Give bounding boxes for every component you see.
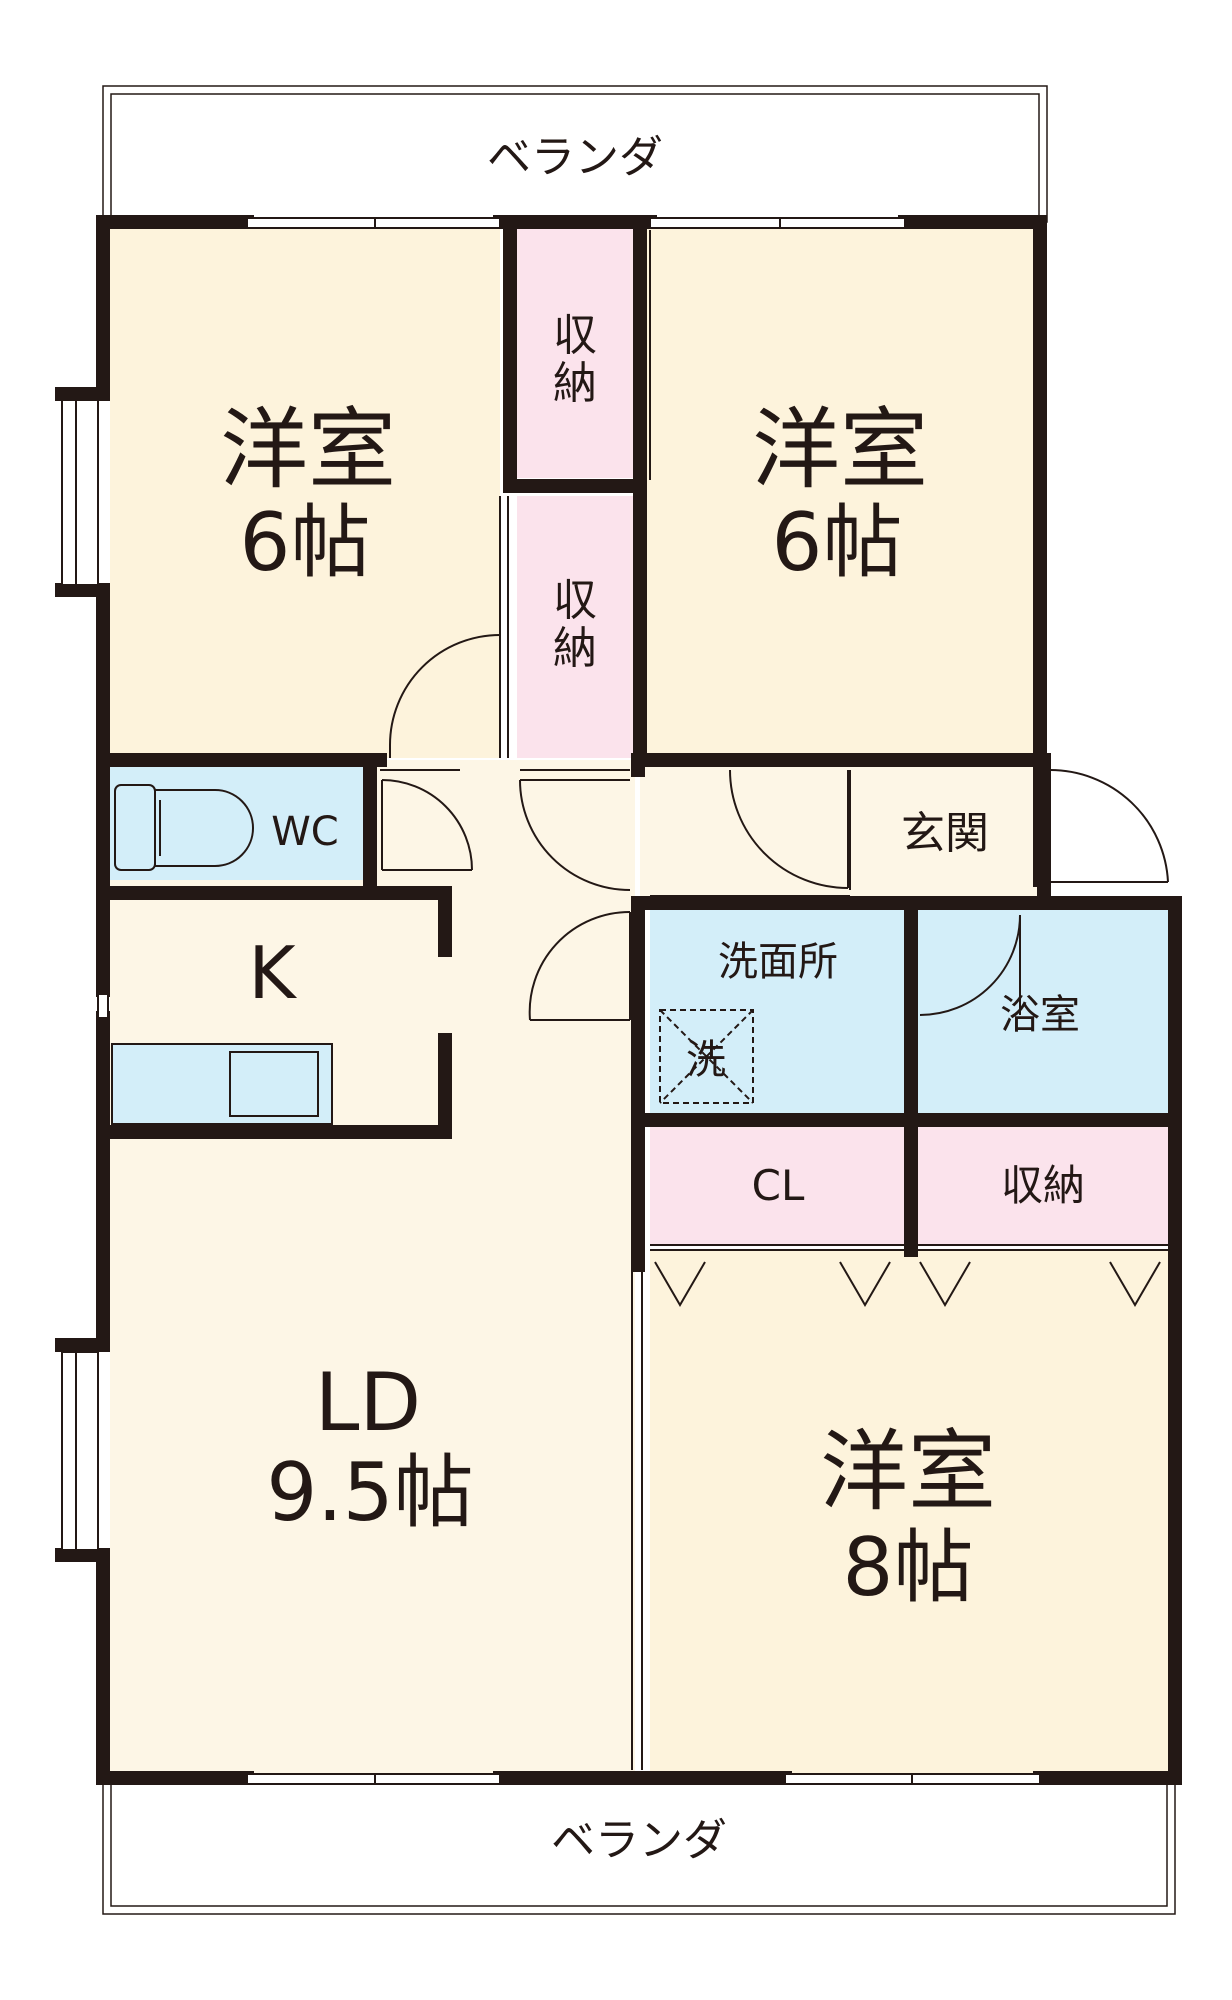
- veranda-bottom-label: ベランダ: [551, 1815, 727, 1866]
- veranda-top: [102, 85, 1048, 223]
- veranda-bottom: [102, 1777, 1176, 1915]
- thin-walls: [115, 230, 1170, 1770]
- bedroom-ne-size: 6帖: [772, 496, 903, 589]
- storage-upper-label-2: 納: [553, 358, 597, 409]
- storage-lower-label-1: 収: [553, 575, 597, 626]
- washer-pan-icon: [659, 1009, 754, 1104]
- washer-label: 洗: [686, 1037, 726, 1083]
- bathroom-label: 浴室: [1000, 992, 1080, 1038]
- kitchen-label: K: [248, 931, 297, 1015]
- bedroom-se-size: 8帖: [843, 1521, 974, 1614]
- washroom-label: 洗面所: [718, 939, 838, 985]
- bedroom-se-name: 洋室: [820, 1420, 996, 1523]
- bedroom-ne-area: [640, 228, 1040, 758]
- toilet-icon: [114, 784, 254, 871]
- ld-size: 9.5帖: [266, 1446, 473, 1539]
- storage-hall-label: 収納: [1001, 1161, 1085, 1210]
- kitchen-counter-icon: [111, 1043, 333, 1125]
- veranda-top-label: ベランダ: [487, 132, 663, 183]
- storage-upper-area: [517, 228, 633, 478]
- bathroom-area: [916, 910, 1170, 1115]
- bedroom-nw-size: 6帖: [240, 496, 371, 589]
- closet-doors: [654, 1261, 1161, 1307]
- doors: [381, 634, 1169, 1021]
- storage-lower-label-2: 納: [553, 623, 597, 674]
- toilet-label: WC: [271, 809, 338, 855]
- windows: [61, 217, 1041, 1785]
- entrance-label: 玄関: [901, 808, 989, 859]
- washroom-area: [650, 910, 906, 1115]
- bedroom-nw-name: 洋室: [220, 398, 396, 501]
- closet-label: CL: [752, 1161, 805, 1210]
- storage-hall-area: [916, 1125, 1170, 1245]
- storage-lower-area: [517, 496, 633, 758]
- hall-area: [640, 764, 1040, 896]
- bedroom-nw-area: [110, 228, 500, 758]
- walls: [55, 215, 1182, 1785]
- bedroom-ne-name: 洋室: [752, 398, 928, 501]
- ld-name: LD: [315, 1356, 421, 1449]
- bedroom-se-area: [650, 1250, 1170, 1778]
- closet-area: [650, 1125, 906, 1245]
- storage-upper-label-1: 収: [553, 310, 597, 361]
